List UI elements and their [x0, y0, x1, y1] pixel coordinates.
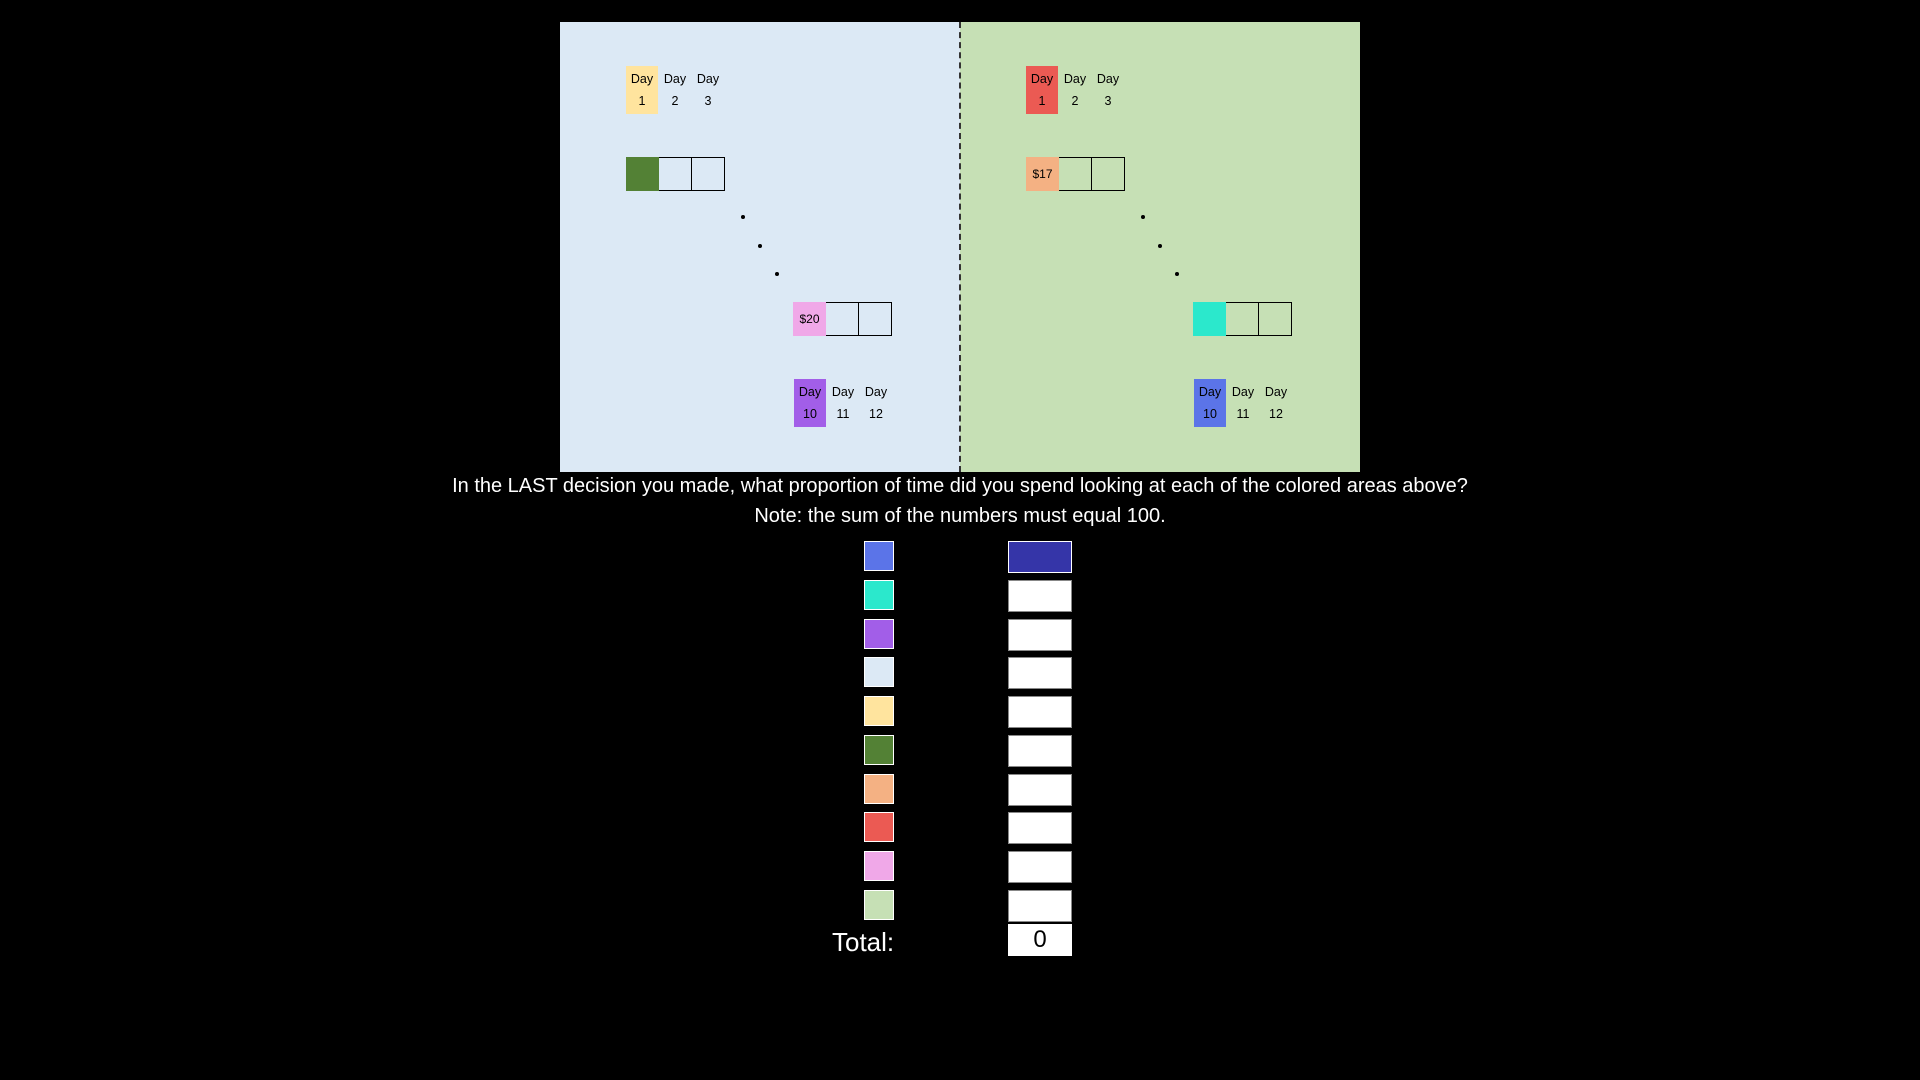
right-top-payment-boxes: $17: [1026, 157, 1125, 191]
right-bottom-payment-box-3: [1259, 302, 1292, 336]
ellipsis-dot: [1141, 215, 1145, 219]
proportion-input-6[interactable]: [1008, 734, 1072, 767]
proportion-input-4[interactable]: [1008, 657, 1072, 690]
day-label: Day: [1264, 384, 1288, 399]
question-note: Note: the sum of the numbers must equal …: [754, 505, 1166, 527]
right-top-day-labels: Day 1 Day 2 Day 3: [1026, 66, 1124, 114]
day-number: 3: [704, 93, 712, 108]
dashed-divider: [959, 22, 961, 472]
left-bottom-payment-boxes: $20: [793, 302, 892, 336]
day-number: 12: [869, 406, 883, 421]
proportion-input-2[interactable]: [1008, 579, 1072, 612]
day-number: 2: [1071, 93, 1079, 108]
day-label: Day: [798, 384, 822, 399]
day-number: 1: [1038, 93, 1046, 108]
left-top-payment-box-2: [659, 157, 692, 191]
left-bottom-day-12: Day 12: [860, 379, 892, 427]
left-top-day-1: Day 1: [626, 66, 658, 114]
right-top-day-3: Day 3: [1092, 66, 1124, 114]
color-swatch-10: [864, 889, 894, 920]
day-number: 11: [836, 406, 850, 421]
total-value: 0: [1008, 924, 1072, 956]
day-number: 2: [671, 93, 679, 108]
right-bottom-day-12: Day 12: [1260, 379, 1292, 427]
color-swatch-1: [864, 541, 894, 571]
right-bottom-day-labels: Day 10 Day 11 Day 12: [1194, 379, 1292, 427]
proportion-input-3[interactable]: [1008, 618, 1072, 651]
day-number: 10: [803, 406, 817, 421]
proportion-input-8[interactable]: [1008, 812, 1072, 845]
day-number: 12: [1269, 406, 1283, 421]
proportion-input-1[interactable]: [1008, 541, 1072, 573]
ellipsis-dot: [775, 272, 779, 276]
right-bottom-payment-box-1: [1193, 302, 1226, 336]
day-number: 3: [1104, 93, 1112, 108]
left-top-payment-boxes: [626, 157, 725, 191]
color-swatch-2: [864, 579, 894, 610]
ellipsis-dot: [758, 244, 762, 248]
right-bottom-payment-boxes: [1193, 302, 1292, 336]
right-bottom-day-10: Day 10: [1194, 379, 1226, 427]
day-label: Day: [1198, 384, 1222, 399]
day-label: Day: [630, 71, 654, 86]
total-label: Total:: [832, 927, 895, 957]
day-label: Day: [864, 384, 888, 399]
left-bottom-day-labels: Day 10 Day 11 Day 12: [794, 379, 892, 427]
right-top-day-2: Day 2: [1059, 66, 1091, 114]
day-label: Day: [1063, 71, 1087, 86]
right-top-payment-box-3: [1092, 157, 1125, 191]
left-bottom-payment-box-1: $20: [793, 302, 826, 336]
day-label: Day: [1096, 71, 1120, 86]
day-number: 1: [638, 93, 646, 108]
left-bottom-payment-box-2: [826, 302, 859, 336]
left-bottom-day-10: Day 10: [794, 379, 826, 427]
question-text: In the LAST decision you made, what prop…: [452, 475, 1468, 497]
color-swatch-9: [864, 851, 894, 881]
right-bottom-day-11: Day 11: [1227, 379, 1259, 427]
right-top-payment-box-1: $17: [1026, 157, 1059, 191]
right-top-payment-box-2: [1059, 157, 1092, 191]
color-swatch-4: [864, 657, 894, 688]
ellipsis-dot: [741, 215, 745, 219]
right-top-day-1: Day 1: [1026, 66, 1058, 114]
color-swatch-3: [864, 618, 894, 649]
left-bottom-day-11: Day 11: [827, 379, 859, 427]
left-top-day-labels: Day 1 Day 2 Day 3: [626, 66, 724, 114]
ellipsis-dot: [1158, 244, 1162, 248]
day-label: Day: [1231, 384, 1255, 399]
day-label: Day: [696, 71, 720, 86]
color-swatch-6: [864, 734, 894, 765]
right-bottom-payment-box-2: [1226, 302, 1259, 336]
color-swatch-5: [864, 696, 894, 726]
left-top-day-2: Day 2: [659, 66, 691, 114]
left-top-payment-box-3: [692, 157, 725, 191]
proportion-input-10[interactable]: [1008, 889, 1072, 922]
proportion-input-5[interactable]: [1008, 696, 1072, 728]
left-top-payment-box-1: [626, 157, 659, 191]
ellipsis-dot: [1175, 272, 1179, 276]
color-swatch-7: [864, 773, 894, 804]
day-label: Day: [663, 71, 687, 86]
proportion-input-9[interactable]: [1008, 851, 1072, 883]
day-label: Day: [831, 384, 855, 399]
left-top-day-3: Day 3: [692, 66, 724, 114]
proportion-input-7[interactable]: [1008, 773, 1072, 806]
color-swatch-8: [864, 812, 894, 843]
left-bottom-payment-box-3: [859, 302, 892, 336]
day-number: 11: [1236, 406, 1250, 421]
day-number: 10: [1203, 406, 1217, 421]
day-label: Day: [1030, 71, 1054, 86]
